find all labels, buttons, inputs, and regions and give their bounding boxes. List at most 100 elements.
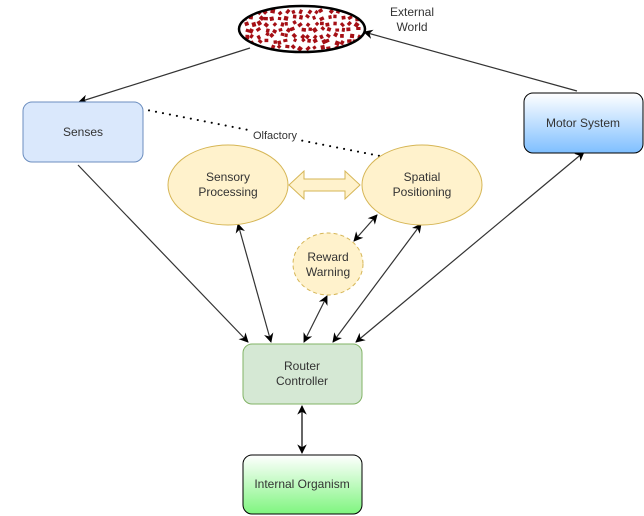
texture-dot	[250, 45, 256, 51]
edge-label-olfactory: Olfactory	[253, 130, 298, 142]
texture-dot	[339, 39, 345, 46]
edge-motor-system-to-external-world[interactable]	[363, 29, 578, 92]
texture-dot	[278, 27, 283, 32]
texture-dot	[291, 9, 296, 15]
node-label: Controller	[276, 374, 328, 388]
texture-dot	[285, 8, 291, 15]
node-spatial-positioning[interactable]: Spatial Positioning	[361, 144, 483, 226]
texture-dot	[273, 40, 278, 44]
node-label: Senses	[63, 125, 103, 139]
node-label: Positioning	[393, 185, 452, 199]
texture-dot	[248, 28, 254, 34]
texture-dot	[285, 27, 292, 33]
texture-dot	[249, 33, 254, 39]
texture-dot	[328, 15, 332, 20]
node-label: Spatial	[404, 170, 441, 184]
texture-dot	[319, 34, 324, 40]
texture-dot	[256, 20, 263, 26]
node-label: World	[396, 20, 427, 34]
texture-dot	[292, 14, 297, 19]
texture-dot	[277, 40, 282, 46]
texture-dot	[346, 27, 351, 32]
texture-dot	[244, 21, 250, 27]
texture-dot	[292, 20, 297, 25]
texture-dot	[333, 31, 339, 38]
texture-dot	[324, 38, 330, 44]
texture-dot	[277, 16, 282, 21]
texture-dot	[296, 45, 303, 52]
olfactory-label-bg	[252, 128, 298, 142]
texture-dot	[265, 28, 270, 33]
texture-dot	[333, 14, 337, 19]
texture-dot	[301, 37, 306, 43]
texture-dot	[280, 32, 285, 37]
node-label: Internal Organism	[254, 477, 349, 491]
texture-dot	[304, 34, 310, 40]
texture-dot	[263, 22, 270, 28]
texture-dot	[333, 21, 337, 26]
texture-dot	[339, 22, 345, 28]
node-internal-organism[interactable]: Internal Organism	[242, 454, 363, 515]
double-block-arrow[interactable]	[288, 169, 361, 201]
edge-external-world-to-senses[interactable]	[78, 47, 251, 104]
node-senses[interactable]: Senses	[22, 101, 144, 163]
texture-dot	[308, 27, 313, 32]
texture-dot	[347, 15, 353, 21]
texture-dot	[301, 27, 307, 32]
texture-dot	[307, 38, 312, 43]
texture-dot	[319, 16, 325, 22]
texture-dot	[251, 21, 257, 28]
texture-dot	[305, 22, 311, 28]
edge-sensory-processing-router[interactable]	[235, 223, 274, 343]
edge-spatial-reward[interactable]	[353, 214, 378, 242]
texture-dot	[341, 27, 346, 33]
node-external-world[interactable]: External World	[237, 4, 434, 54]
node-reward-warning[interactable]: Reward Warning	[292, 232, 364, 296]
texture-dot	[325, 22, 330, 27]
texture-dot	[257, 38, 263, 44]
texture-dot	[335, 28, 340, 32]
node-label: Processing	[198, 185, 257, 199]
texture-dot	[284, 21, 288, 26]
texture-dot	[283, 15, 289, 21]
texture-dot	[311, 26, 318, 34]
texture-dot	[290, 44, 296, 50]
node-label: Motor System	[546, 116, 620, 130]
texture-dot	[355, 8, 361, 13]
edge-motor-router[interactable]	[355, 151, 585, 343]
texture-dot	[328, 8, 334, 15]
texture-dot	[284, 33, 288, 38]
texture-dot	[334, 40, 341, 47]
texture-dot	[272, 22, 278, 27]
texture-dot	[258, 15, 265, 22]
texture-dot	[326, 26, 332, 32]
texture-dot	[340, 33, 344, 38]
texture-dot	[270, 44, 276, 49]
edge-senses-to-router[interactable]	[77, 164, 249, 343]
texture-dot	[312, 34, 318, 40]
texture-dot	[255, 26, 262, 33]
texture-dot	[314, 21, 320, 27]
texture-dot	[314, 9, 319, 15]
node-motor-system[interactable]: Motor System	[523, 92, 644, 154]
texture-dot	[283, 38, 288, 43]
texture-dot	[291, 32, 298, 39]
texture-dot	[311, 15, 317, 20]
texture-dot	[304, 13, 311, 19]
node-router-controller[interactable]: Router Controller	[242, 343, 363, 405]
edge-reward-router[interactable]	[303, 295, 328, 343]
texture-dot	[292, 38, 298, 43]
node-label: Sensory	[206, 170, 250, 184]
texture-dot	[297, 22, 303, 28]
texture-dot	[265, 31, 270, 37]
texture-dot	[300, 33, 306, 40]
texture-dot	[272, 28, 278, 34]
texture-dot	[289, 26, 296, 32]
node-label: External	[390, 5, 434, 19]
texture-dot	[353, 21, 360, 28]
node-sensory-processing[interactable]: Sensory Processing	[167, 144, 289, 226]
node-label: Router	[284, 359, 320, 373]
texture-dot	[280, 22, 285, 27]
texture-dot	[347, 39, 352, 43]
